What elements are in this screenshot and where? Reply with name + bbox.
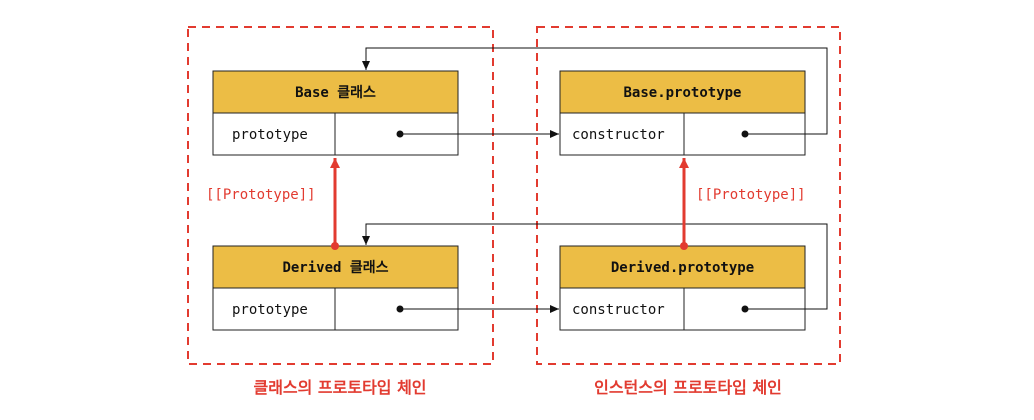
- derived-constructor-link-arrow: [362, 223, 828, 310]
- derived-class-box: Derived 클래스 prototype: [212, 245, 459, 331]
- class-chain-caption: 클래스의 프로토타입 체인: [253, 378, 426, 397]
- instance-chain-caption: 인스턴스의 프로토타입 체인: [594, 378, 782, 397]
- class-prototype-label: [[Prototype]]: [206, 187, 316, 203]
- derived-class-field: prototype: [232, 302, 308, 318]
- instance-prototype-label: [[Prototype]]: [696, 187, 806, 203]
- base-class-title: Base 클래스: [295, 85, 376, 101]
- base-class-box: Base 클래스 prototype: [212, 70, 459, 156]
- base-prototype-title: Base.prototype: [623, 85, 741, 101]
- base-class-field: prototype: [232, 127, 308, 143]
- derived-prototype-title: Derived.prototype: [611, 260, 754, 276]
- base-constructor-link-arrow: [362, 47, 828, 135]
- derived-prototype-field: constructor: [572, 302, 665, 318]
- instance-prototype-arrow: [679, 158, 689, 250]
- derived-class-title: Derived 클래스: [282, 260, 388, 276]
- derived-prototype-box: Derived.prototype constructor: [559, 245, 806, 331]
- class-prototype-arrow: [330, 158, 340, 250]
- instance-chain-group: [536, 26, 841, 365]
- base-prototype-field: constructor: [572, 127, 665, 143]
- base-prototype-box: Base.prototype constructor: [559, 70, 806, 156]
